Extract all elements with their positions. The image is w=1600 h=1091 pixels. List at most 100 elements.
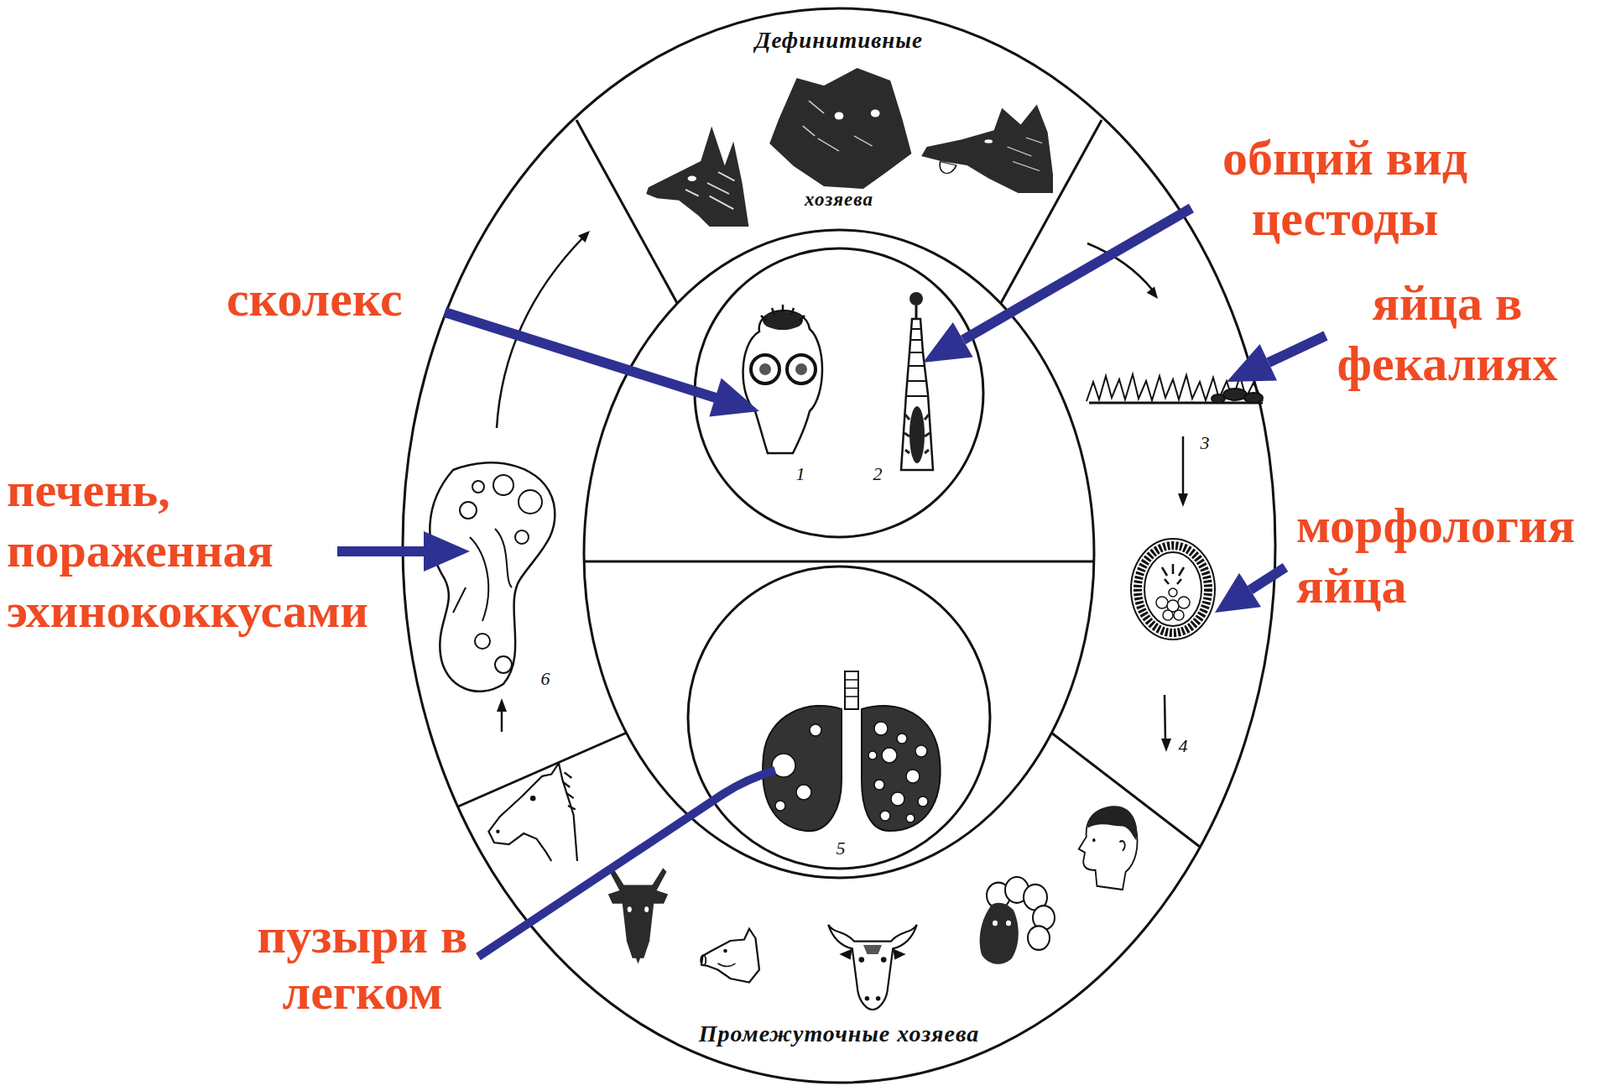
fox-head: [646, 125, 749, 227]
cycle-arrows: [1146, 286, 1158, 299]
goat-head: [608, 867, 668, 964]
lungs-drawing: [891, 792, 905, 806]
liver-drawing: [429, 462, 555, 692]
dog-head: [769, 67, 912, 189]
feces-in-grass: [1211, 394, 1225, 403]
liver-drawing: [493, 474, 514, 496]
callout-arrows: [337, 208, 1326, 957]
callout-arrows: [478, 770, 776, 957]
lungs-drawing: [874, 779, 885, 790]
callout-arrows: [1268, 335, 1326, 363]
lungs-drawing: [771, 721, 928, 823]
cestode-drawing: [901, 291, 933, 470]
horse-head: [530, 795, 537, 802]
cestode-drawing: [909, 291, 923, 306]
egg-drawing: [1168, 588, 1178, 597]
lungs-drawing: [917, 796, 928, 807]
sheep-head: [979, 876, 1055, 965]
goat-head: [633, 952, 642, 964]
fox-head: [685, 171, 735, 209]
cow-head: [828, 924, 918, 1010]
liver-drawing: [474, 633, 490, 649]
sheep-head: [992, 920, 998, 927]
callout-number: 6: [536, 667, 554, 690]
callout-number: 1: [792, 463, 809, 485]
egg-drawing: [1173, 609, 1184, 621]
egg-drawing: [1177, 596, 1190, 609]
callout-label: сколекс: [226, 268, 445, 329]
pig-head: [700, 954, 706, 965]
liver-drawing: [518, 489, 543, 514]
human-head: [1092, 838, 1096, 842]
scolex-drawing: [750, 354, 780, 384]
cow-head: [859, 956, 866, 963]
band-heading: Дефинитивные: [713, 26, 965, 54]
cycle-arrows: [500, 708, 504, 732]
cow-head: [875, 995, 881, 1001]
dog-head: [870, 109, 881, 118]
lungs-drawing: [775, 800, 786, 811]
band-heading: хозяева: [713, 187, 965, 212]
cestode-drawing: [901, 318, 933, 470]
lungs-drawing: [762, 671, 941, 831]
callout-arrows: [1226, 343, 1277, 382]
feces-in-grass: [1223, 388, 1247, 401]
liver-drawing: [515, 530, 529, 544]
callout-number: 5: [832, 837, 850, 860]
cestode-drawing: [904, 414, 930, 454]
ring-outline: [402, 8, 1276, 1083]
liver-drawing: [459, 501, 477, 519]
cestode-drawing: [906, 328, 928, 397]
sheep-head: [979, 902, 1019, 965]
cestode-drawing: [915, 305, 918, 319]
lungs-drawing: [896, 733, 907, 744]
lungs-drawing: [861, 705, 941, 831]
cycle-arrows: [578, 230, 590, 243]
cycle-arrows: [1164, 694, 1166, 742]
lungs-drawing: [881, 747, 897, 763]
scolex-drawing: [786, 354, 816, 384]
scolex-drawing: [743, 304, 823, 454]
callout-label: печень, пораженная эхинококкусами: [6, 459, 376, 642]
scolex-drawing: [762, 311, 803, 330]
lungs-drawing: [906, 769, 920, 783]
callout-arrows: [708, 378, 760, 417]
goat-head: [608, 867, 668, 959]
horse-head: [488, 762, 578, 861]
sheep-head: [1027, 925, 1050, 950]
ring-outline: [694, 248, 984, 537]
horse-head: [495, 829, 500, 834]
lungs-drawing: [796, 784, 812, 800]
horse-head: [562, 771, 575, 809]
wolf-head: [939, 161, 957, 174]
cycle-arrows: [1182, 436, 1185, 497]
callout-label: яйца в фекалиях: [1308, 272, 1586, 394]
ring-outline: [583, 229, 1095, 878]
callout-arrows: [1214, 573, 1262, 613]
callout-arrows: [922, 322, 974, 363]
cow-head: [828, 924, 918, 1010]
cow-head: [865, 995, 871, 1001]
wolf-head: [921, 104, 1053, 193]
egg-drawing: [1162, 609, 1173, 621]
wolf-head: [1007, 137, 1043, 172]
goat-head: [627, 906, 632, 913]
scolex-drawing: [795, 363, 808, 376]
feces-in-grass: [1244, 392, 1263, 403]
cycle-arrows: [496, 698, 507, 712]
host-band: Дефинитивные хозяева: [713, 16, 965, 219]
callout-number: 2: [869, 463, 886, 485]
egg-drawing: [1130, 538, 1215, 640]
lungs-drawing: [809, 724, 822, 736]
dog-head: [834, 112, 845, 120]
liver-drawing: [429, 462, 555, 692]
callout-label: морфология яйца: [1296, 495, 1586, 616]
egg-drawing: [1137, 545, 1209, 633]
dog-head: [802, 100, 873, 152]
callout-arrows: [337, 546, 425, 557]
egg-drawing: [1156, 596, 1168, 609]
wolf-head: [921, 104, 1053, 193]
cycle-arrows: [1161, 738, 1172, 752]
